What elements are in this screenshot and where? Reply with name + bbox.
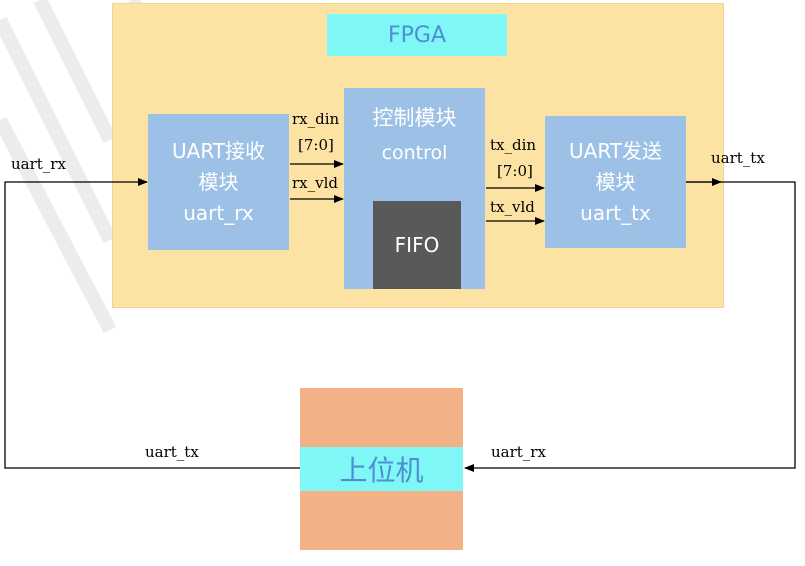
- label-rx-din-width: [7:0]: [298, 136, 334, 154]
- uart-rx-module-line1: UART接收: [172, 138, 265, 163]
- fifo-block: FIFO: [373, 201, 461, 289]
- fpga-title: FPGA: [327, 14, 507, 56]
- label-tx-din-width: [7:0]: [497, 162, 533, 180]
- label-rx-vld: rx_vld: [292, 174, 339, 192]
- label-fpga-uart-tx: uart_tx: [711, 149, 765, 167]
- label-fpga-uart-rx: uart_rx: [11, 155, 66, 173]
- uart-tx-module-line3: uart_tx: [580, 200, 651, 225]
- label-tx-vld: tx_vld: [490, 198, 535, 216]
- uart-rx-module-line2: 模块: [198, 169, 239, 194]
- uart-tx-module: UART发送 模块 uart_tx: [545, 116, 686, 248]
- label-rx-din: rx_din: [292, 110, 340, 128]
- control-module-title: 控制模块: [372, 106, 457, 130]
- uart-rx-module: UART接收 模块 uart_rx: [148, 114, 289, 250]
- wire-host-tx-to-fpga-rx: [4, 178, 300, 469]
- uart-tx-module-line2: 模块: [595, 169, 636, 194]
- control-module-subtitle: control: [381, 142, 448, 164]
- label-tx-din: tx_din: [490, 136, 537, 154]
- uart-tx-module-line1: UART发送: [569, 138, 662, 163]
- wire-fpga-tx-to-host-rx: [464, 181, 796, 472]
- label-host-uart-tx: uart_tx: [145, 443, 199, 461]
- uart-rx-module-line3: uart_rx: [183, 200, 254, 225]
- host-pc-label: 上位机: [300, 447, 463, 491]
- label-host-uart-rx: uart_rx: [491, 443, 546, 461]
